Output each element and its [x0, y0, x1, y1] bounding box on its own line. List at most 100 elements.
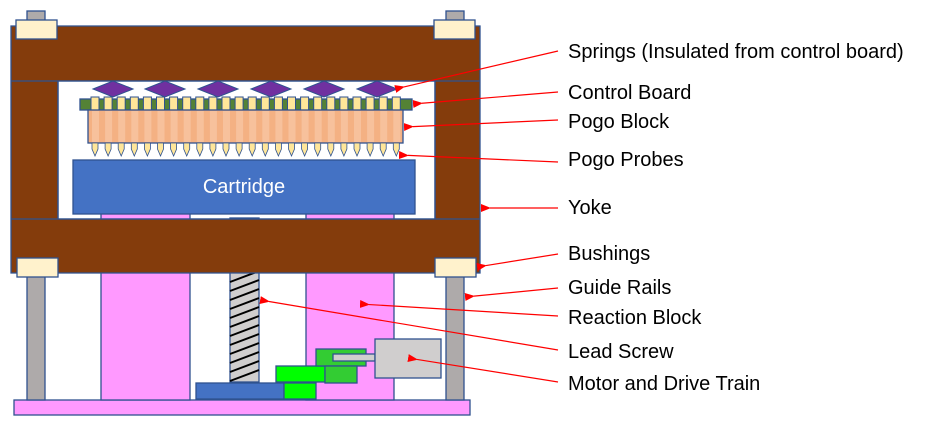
board-pin: [378, 96, 388, 111]
callout-motor-drive-train: Motor and Drive Train: [407, 354, 760, 395]
board-pin: [313, 96, 323, 111]
board-pin: [129, 96, 139, 111]
bushing-bottom-left: [16, 257, 59, 278]
screw-thread: [229, 360, 260, 373]
pogo-channel: [288, 111, 296, 142]
cartridge: Cartridge: [72, 159, 416, 215]
pogo-probe: [314, 142, 322, 158]
label-bushings: Bushings: [568, 243, 650, 265]
board-pin: [260, 96, 270, 111]
board-pin: [273, 96, 283, 111]
pogo-channel: [105, 111, 113, 142]
arrow-reaction-block: [359, 300, 559, 317]
board-pin: [221, 96, 231, 111]
pogo-block-channels: [92, 111, 401, 142]
board-pin: [156, 96, 165, 111]
arrow-springs: [394, 50, 559, 93]
pogo-probe: [183, 142, 191, 158]
callout-lead-screw: Lead Screw: [259, 296, 674, 363]
screw-thread: [229, 315, 260, 328]
label-yoke: Yoke: [568, 197, 612, 219]
pogo-probe: [261, 142, 269, 158]
spring-icon: [91, 80, 135, 98]
spring-icon: [355, 80, 399, 98]
spring-icon: [302, 80, 346, 98]
pogo-probe: [91, 142, 99, 158]
board-pin: [391, 96, 401, 111]
screw-thread: [229, 288, 260, 301]
guide-rail-right: [445, 272, 465, 401]
board-pin: [182, 96, 192, 111]
screw-thread: [229, 297, 260, 310]
pogo-channel: [327, 111, 335, 142]
board-pin: [300, 96, 310, 111]
pogo-channel: [118, 111, 126, 142]
label-motor-drive-train: Motor and Drive Train: [568, 373, 760, 395]
pogo-channel: [131, 111, 139, 142]
pogo-probe: [379, 142, 387, 158]
board-pin: [195, 96, 205, 111]
callout-reaction-block: Reaction Block: [359, 300, 702, 329]
arrow-control-board: [412, 91, 559, 108]
arrow-bushings: [476, 253, 559, 271]
callout-pogo-probes: Pogo Probes: [398, 149, 684, 171]
bushing-top-right: [433, 19, 476, 40]
pogo-channel: [183, 111, 191, 142]
screw-thread: [229, 333, 260, 346]
pogo-probe: [222, 142, 230, 158]
pogo-block: [87, 109, 404, 144]
callout-bushings: Bushings: [476, 243, 650, 271]
pogo-channel: [92, 111, 99, 142]
pogo-probe: [366, 142, 374, 158]
pogo-channel: [157, 111, 165, 142]
guide-rail-left: [26, 272, 46, 401]
callout-guide-rails: Guide Rails: [464, 277, 671, 301]
label-control-board: Control Board: [568, 82, 691, 104]
pogo-channel: [209, 111, 217, 142]
screw-thread: [229, 279, 260, 292]
pogo-probe: [117, 142, 125, 158]
bushing-bottom-right: [434, 257, 477, 278]
callout-control-board: Control Board: [412, 82, 691, 108]
callout-yoke: Yoke: [481, 197, 612, 219]
pogo-probe: [209, 142, 217, 158]
label-guide-rails: Guide Rails: [568, 277, 671, 299]
pogo-channel: [340, 111, 348, 142]
pogo-probe: [104, 142, 112, 158]
pogo-channel: [262, 111, 270, 142]
label-lead-screw: Lead Screw: [568, 341, 674, 363]
cartridge-label: Cartridge: [203, 176, 285, 198]
pogo-probe: [275, 142, 282, 158]
board-pin: [247, 96, 257, 111]
board-pin: [339, 96, 349, 111]
pogo-channel: [367, 111, 375, 142]
motor-shaft: [332, 353, 376, 362]
board-pin: [234, 96, 244, 111]
gear-2: [275, 365, 326, 383]
board-pin: [116, 96, 126, 111]
board-pin: [90, 96, 100, 111]
screw-thread: [229, 342, 260, 355]
pogo-probe: [248, 142, 256, 158]
pogo-channel: [249, 111, 257, 142]
board-pin: [169, 96, 179, 111]
pogo-channel: [301, 111, 309, 142]
board-pin: [352, 96, 362, 111]
board-pin: [365, 96, 375, 111]
pogo-probe: [392, 142, 400, 158]
board-pin: [208, 96, 218, 111]
screw-thread: [229, 369, 260, 382]
screw-thread: [229, 324, 260, 337]
pogo-probe: [170, 142, 177, 158]
spring-icon: [249, 80, 293, 98]
board-pin: [287, 96, 296, 111]
pogo-probes: [91, 142, 400, 158]
callout-springs: Springs (Insulated from control board): [394, 41, 904, 93]
label-pogo-block: Pogo Block: [568, 111, 670, 133]
arrow-lead-screw: [259, 296, 559, 351]
pogo-probe: [196, 142, 204, 158]
spring-icon: [143, 80, 187, 98]
pogo-channel: [144, 111, 152, 142]
board-pin: [326, 96, 336, 111]
